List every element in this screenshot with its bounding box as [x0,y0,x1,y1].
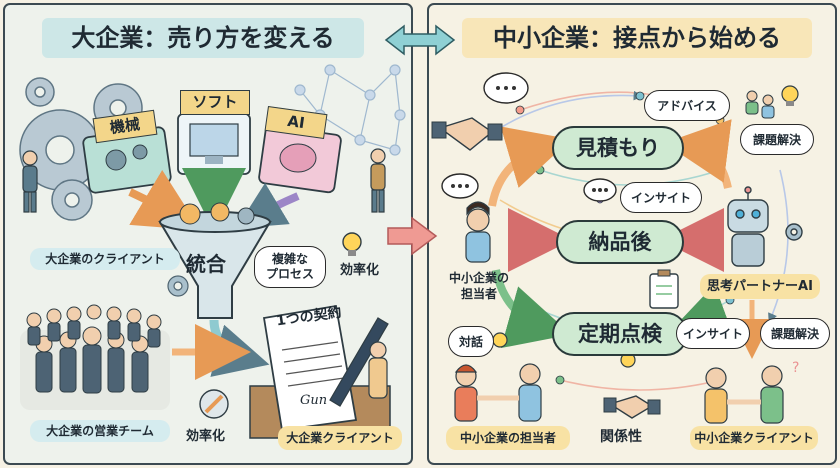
person-icon [465,201,491,263]
issue-bubble-top: 課題解決 [740,124,814,155]
advice-bubble: アドバイス [644,90,730,121]
ai-box [258,124,342,194]
clients-handshake: ? [704,360,799,424]
handshake-icon [603,395,661,419]
gear-icon [167,275,189,297]
rep-label: 中小企業の 担当者 [448,271,509,301]
person-icon [368,341,388,399]
merge-label: 統合 [186,252,226,276]
sales-team-label: 大企業の営業チーム [30,420,170,442]
efficiency-label-top: 効率化 [340,263,380,278]
double-arrow-icon [384,24,456,56]
chat-bubble-icon [441,72,617,202]
periodic-check-pill: 定期点検 [552,312,688,356]
relationship-label: 関係性 [600,429,642,445]
robot-icon [727,186,803,267]
after-delivery-pill: 納品後 [556,220,684,264]
client-bottom-label: 中小企業クライアント [690,426,818,450]
center-arrow-icon [387,216,438,256]
software-box [177,113,251,175]
people-icon [745,90,775,119]
arrow-to-estimate [488,126,572,207]
insight-bubble-top: インサイト [620,182,702,213]
software-tag: ソフト [180,90,250,115]
arrow-to-check [492,269,572,349]
estimate-pill: 見積もり [552,126,684,170]
efficiency-label-bottom: 効率化 [186,429,226,444]
insight-bubble-bottom: インサイト [676,318,750,349]
sales-team [20,304,170,410]
rep-bottom-label: 中小企業の担当者 [446,426,570,450]
client-group-label: 大企業のクライアント [30,248,180,270]
handshake-icon [431,117,503,151]
arrow-ai-estimate [664,119,732,189]
clipboard-icon [649,269,679,309]
reps-handshake [454,363,542,422]
left-title: 大企業：売り方を変える [42,18,364,58]
wrench-icon [199,389,229,419]
funnel-icon [158,202,272,319]
lightbulb-icon [492,85,799,368]
dialogue-bubble: 対話 [448,326,494,357]
right-title: 中小企業：接点から始める [462,18,812,58]
issue-bubble-bottom: 課題解決 [760,318,830,349]
person-icon [22,148,386,213]
large-client-label: 大企業クライアント [278,426,402,450]
complex-process-bubble: 複雑な プロセス [254,246,326,288]
lightbulb-icon [342,232,362,256]
signature: Gun [300,393,328,408]
svg-text:?: ? [792,360,799,376]
ai-partner-label: 思考パートナーAI [700,274,820,299]
